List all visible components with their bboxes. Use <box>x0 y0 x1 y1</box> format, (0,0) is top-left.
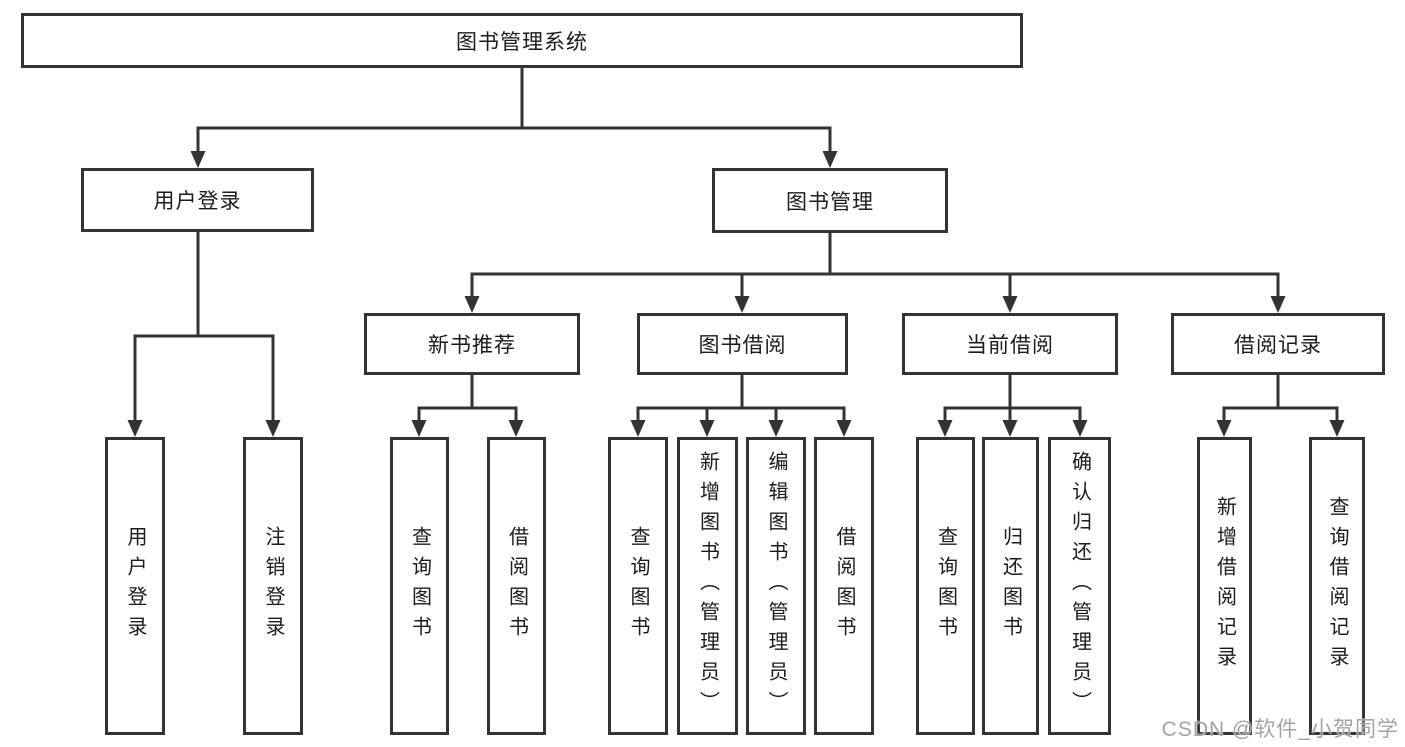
leaf-query-books-recommend: 查询图书 <box>390 437 449 735</box>
leaf-logout: 注销登录 <box>243 437 303 735</box>
leaf-borrow-books-borrowing: 借阅图书 <box>814 437 874 735</box>
node-root: 图书管理系统 <box>21 13 1023 68</box>
node-user-login: 用户登录 <box>81 168 314 232</box>
node-new-book-recommendation: 新书推荐 <box>364 313 580 375</box>
leaf-borrow-books-recommend: 借阅图书 <box>487 437 546 735</box>
leaf-user-login: 用户登录 <box>105 437 165 735</box>
leaf-add-borrow-record: 新增借阅记录 <box>1197 437 1252 735</box>
leaf-add-books-admin: 新增图书（管理员） <box>677 437 738 735</box>
csdn-watermark: CSDN @软件_小贺同学 <box>1161 718 1399 741</box>
leaf-query-books-current: 查询图书 <box>916 437 975 735</box>
leaf-query-borrow-record: 查询借阅记录 <box>1309 437 1365 735</box>
leaf-query-books-borrowing: 查询图书 <box>608 437 668 735</box>
leaf-confirm-return-admin: 确认归还（管理员） <box>1048 437 1111 735</box>
node-borrowing-records: 借阅记录 <box>1171 313 1385 375</box>
leaf-edit-books-admin: 编辑图书（管理员） <box>746 437 806 735</box>
leaf-return-books: 归还图书 <box>982 437 1039 735</box>
node-book-management: 图书管理 <box>712 168 948 233</box>
node-book-borrowing: 图书借阅 <box>637 313 848 375</box>
node-current-borrowing: 当前借阅 <box>902 313 1118 375</box>
